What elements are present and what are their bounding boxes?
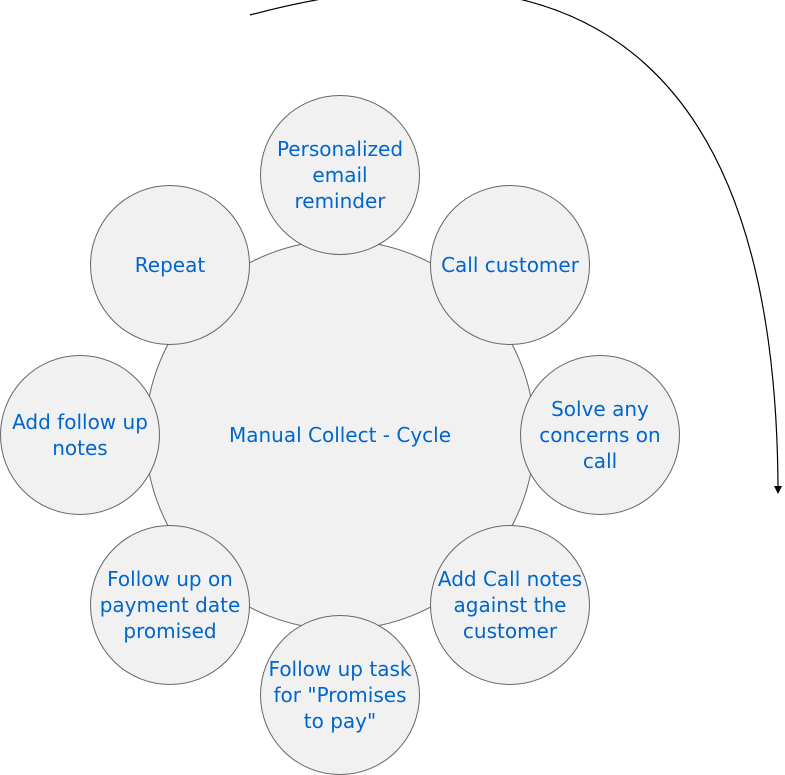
step-label: Repeat [134,253,206,277]
step-node-email-reminder: Personalized email reminder [260,95,420,255]
cycle-arrowhead-icon [774,486,782,494]
cycle-arrow-path [249,0,779,489]
step-node-follow-up-task: Follow up task for "Promises to pay" [260,615,420,775]
step-label: Personalized email reminder [276,137,404,213]
step-label: Follow up on payment date promised [99,567,241,643]
step-label: Call customer [441,253,579,277]
step-node-follow-up-payment: Follow up on payment date promised [90,525,250,685]
center-label: Manual Collect - Cycle [228,423,452,447]
step-node-solve-concerns: Solve any concerns on call [520,355,680,515]
step-node-follow-up-notes: Add follow up notes [0,355,160,515]
step-node-add-call-notes: Add Call notes against the customer [430,525,590,685]
step-label: Add follow up notes [12,410,148,460]
step-node-repeat: Repeat [90,185,250,345]
step-label: Follow up task for "Promises to pay" [268,657,412,733]
step-node-call-customer: Call customer [430,185,590,345]
step-label: Add Call notes against the customer [437,567,583,643]
step-label: Solve any concerns on call [539,397,661,473]
